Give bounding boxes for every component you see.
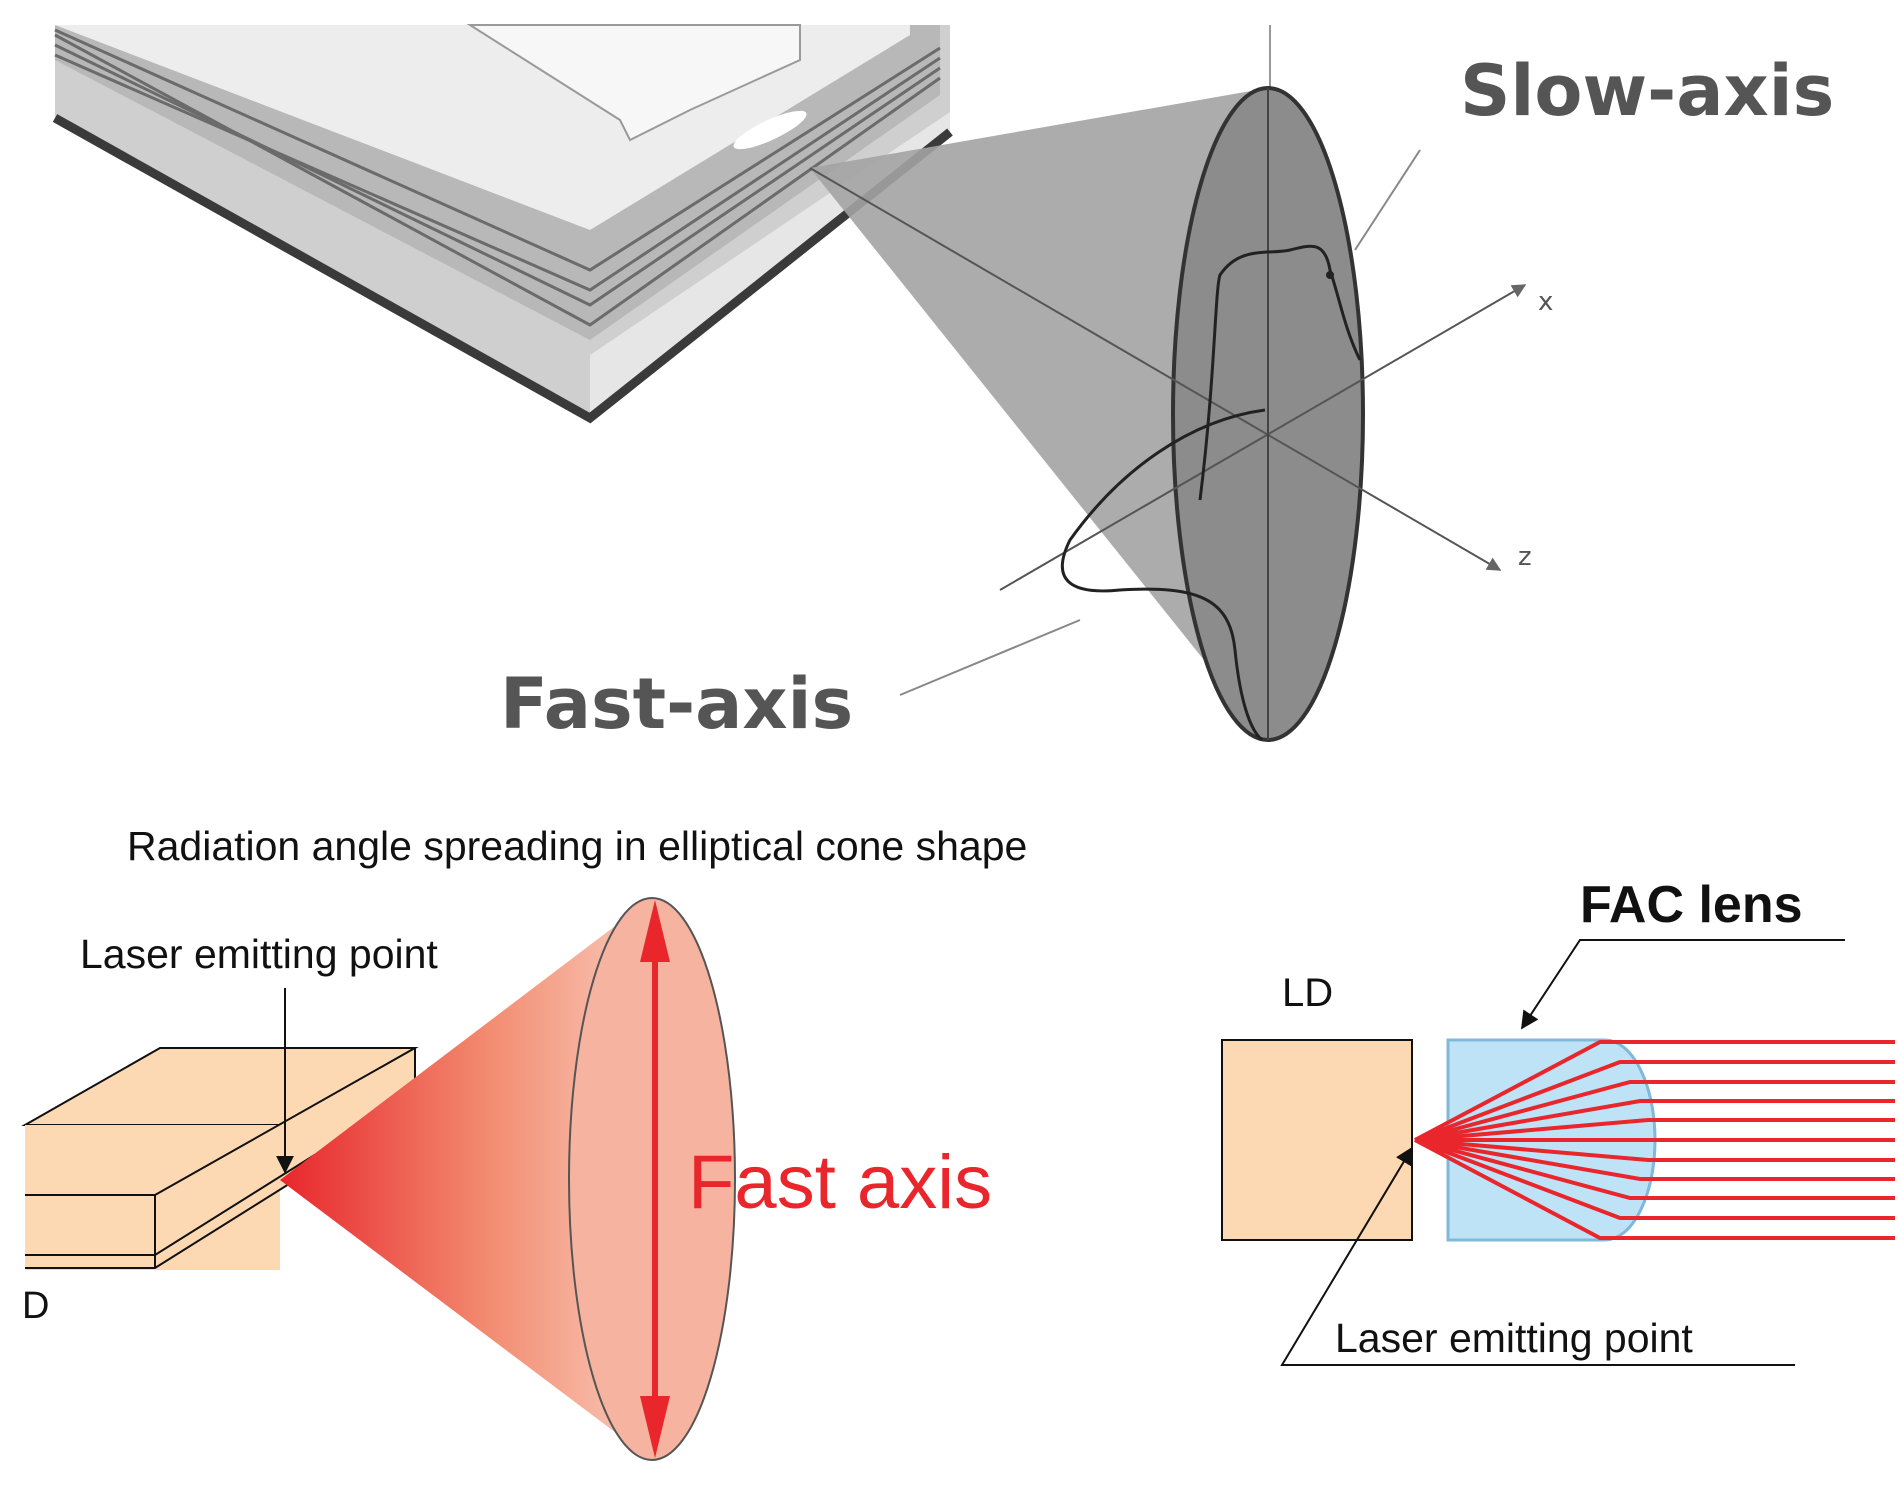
bottom-right-diagram: FAC lens LD Laser emitting point [1221, 876, 1895, 1366]
profile-marker [1326, 271, 1334, 279]
chip-layer-lines [54, 28, 941, 327]
radiation-title: Radiation angle spreading in elliptical … [127, 823, 1027, 869]
fac-lens-label: FAC lens [1580, 876, 1803, 934]
fast-axis-leader [899, 619, 1081, 696]
fast-axis-label-red: Fast axis [688, 1140, 992, 1225]
ld-box [1221, 1039, 1413, 1241]
red-beam-cone [280, 898, 652, 1460]
collimated-rays [1414, 1040, 1895, 1240]
z-axis-line [809, 167, 1502, 571]
ld-label-left: D [22, 1285, 49, 1327]
x-axis-label: x [1538, 287, 1553, 317]
emission-spot [733, 110, 807, 150]
z-axis-label: z [1518, 542, 1532, 572]
emit-arrow-right [1280, 1146, 1795, 1366]
slow-axis-label: Slow-axis [1460, 50, 1834, 132]
fast-axis-label: Fast-axis [500, 663, 853, 745]
top-diagram: Slow-axis Fast-axis x z [52, 24, 1834, 745]
emit-point-label-right: Laser emitting point [1335, 1315, 1693, 1361]
ridge-waveguide [466, 24, 801, 142]
x-axis-line [999, 284, 1527, 591]
fast-axis-profile-curve [1060, 408, 1266, 742]
bottom-left-diagram: Radiation angle spreading in elliptical … [21, 823, 1027, 1461]
fac-leader-line [1521, 939, 1845, 1030]
fast-axis-arrowhead-top [640, 900, 670, 962]
slow-axis-profile-curve [1198, 244, 1362, 501]
chip-bottom-edge [52, 114, 953, 424]
ld-label-right: LD [1282, 971, 1333, 1015]
gray-beam-cone [810, 88, 1268, 740]
emit-point-label-left: Laser emitting point [80, 931, 438, 977]
fast-axis-arrowhead-bottom [640, 1396, 670, 1458]
slow-axis-leader [1354, 149, 1421, 251]
